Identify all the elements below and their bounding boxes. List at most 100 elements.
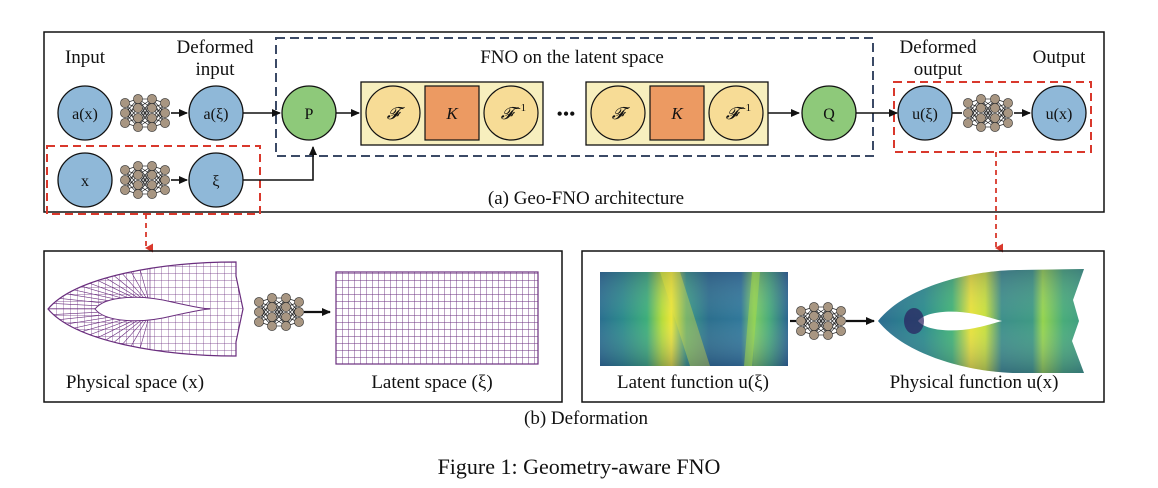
nn-neuron bbox=[254, 317, 264, 327]
fourier-layer-2: 𝓕 K 𝓕 -1 bbox=[585, 81, 769, 146]
nn-neuron bbox=[823, 330, 833, 340]
fno-title: FNO on the latent space bbox=[480, 47, 664, 68]
deformation-panel-left bbox=[43, 250, 563, 403]
nn-neuron bbox=[160, 108, 170, 118]
nn-neuron bbox=[133, 103, 143, 113]
nn-neuron bbox=[120, 98, 130, 108]
deformed-output-header-line2: output bbox=[914, 59, 963, 80]
nn-neuron bbox=[133, 161, 143, 171]
deformed-input-header-line1: Deformed bbox=[176, 37, 254, 58]
node-u-x: u(x) bbox=[1031, 85, 1087, 141]
nn-neuron bbox=[133, 180, 143, 190]
nn-neuron bbox=[990, 113, 1000, 123]
nn-neuron bbox=[1003, 118, 1013, 128]
mesh-ray bbox=[134, 262, 150, 302]
nn-neuron bbox=[160, 118, 170, 128]
nn-neuron bbox=[267, 293, 277, 303]
nn-neuron bbox=[267, 321, 277, 331]
nn-neuron bbox=[133, 170, 143, 180]
nn-neuron bbox=[147, 189, 157, 199]
nn-neuron bbox=[281, 302, 291, 312]
physical-function-field bbox=[878, 269, 1084, 373]
ellipsis: ••• bbox=[557, 104, 576, 124]
nn-neuron bbox=[254, 307, 264, 317]
neural-net-icon bbox=[120, 161, 170, 199]
kernel-label: K bbox=[445, 104, 459, 123]
inverse-fourier-sup: -1 bbox=[742, 102, 751, 114]
fourier-layer-1: 𝓕 K 𝓕 -1 bbox=[360, 81, 544, 146]
nn-neuron bbox=[976, 122, 986, 132]
svg-text:Q: Q bbox=[823, 106, 835, 123]
node-x: x bbox=[57, 152, 113, 208]
nn-neuron bbox=[963, 98, 973, 108]
neural-net-icon bbox=[254, 293, 304, 331]
nn-neuron bbox=[796, 306, 806, 316]
output-header: Output bbox=[1033, 47, 1087, 68]
physical-function-label: Physical function u(x) bbox=[890, 372, 1059, 393]
nn-neuron bbox=[267, 312, 277, 322]
nn-neuron bbox=[147, 103, 157, 113]
nn-neuron bbox=[281, 321, 291, 331]
nn-neuron bbox=[796, 316, 806, 326]
nn-neuron bbox=[160, 98, 170, 108]
svg-text:ξ: ξ bbox=[212, 173, 219, 190]
svg-text:u(x): u(x) bbox=[1046, 106, 1073, 123]
architecture-panel bbox=[43, 31, 1105, 213]
neural-net-icon bbox=[120, 94, 170, 132]
figure-caption: Figure 1: Geometry-aware FNO bbox=[438, 454, 721, 479]
nn-neuron bbox=[809, 311, 819, 321]
nn-neuron bbox=[120, 165, 130, 175]
mesh-ray bbox=[118, 262, 149, 302]
svg-text:u(ξ): u(ξ) bbox=[912, 106, 938, 123]
node-u-xi: u(ξ) bbox=[897, 85, 953, 141]
input-header: Input bbox=[65, 47, 106, 68]
deformed-output-header-line1: Deformed bbox=[899, 37, 977, 58]
physical-space-label: Physical space (x) bbox=[66, 372, 204, 393]
physical-mesh bbox=[47, 261, 244, 357]
nn-neuron bbox=[823, 321, 833, 331]
mesh-ray bbox=[134, 316, 150, 356]
nn-neuron bbox=[836, 326, 846, 336]
nn-neuron bbox=[147, 113, 157, 123]
output-deform-highlight bbox=[893, 81, 1092, 153]
nn-neuron bbox=[976, 113, 986, 123]
nn-neuron bbox=[120, 185, 130, 195]
nn-neuron bbox=[976, 94, 986, 104]
nn-neuron bbox=[836, 316, 846, 326]
nn-neuron bbox=[147, 161, 157, 171]
nn-neuron bbox=[294, 297, 304, 307]
nn-neuron bbox=[281, 293, 291, 303]
node-p: P bbox=[281, 85, 337, 141]
inverse-fourier-sup: -1 bbox=[517, 102, 526, 114]
nn-neuron bbox=[990, 103, 1000, 113]
nn-neuron bbox=[1003, 108, 1013, 118]
nn-neuron bbox=[120, 108, 130, 118]
nn-neuron bbox=[160, 175, 170, 185]
svg-text:a(x): a(x) bbox=[72, 106, 98, 123]
nn-neuron bbox=[147, 180, 157, 190]
nn-neuron bbox=[976, 103, 986, 113]
nn-neuron bbox=[809, 330, 819, 340]
nn-neuron bbox=[796, 326, 806, 336]
nn-neuron bbox=[294, 317, 304, 327]
nn-neuron bbox=[963, 118, 973, 128]
deformation-panel-right bbox=[581, 250, 1105, 403]
fno-latent-frame bbox=[275, 37, 874, 157]
node-a-x: a(x) bbox=[57, 85, 113, 141]
nn-neuron bbox=[133, 122, 143, 132]
node-q: Q bbox=[801, 85, 857, 141]
latent-mesh bbox=[335, 271, 539, 365]
nn-neuron bbox=[990, 94, 1000, 104]
nn-neuron bbox=[963, 108, 973, 118]
nn-neuron bbox=[1003, 98, 1013, 108]
svg-text:x: x bbox=[81, 173, 89, 190]
nn-neuron bbox=[823, 311, 833, 321]
nn-neuron bbox=[809, 321, 819, 331]
nn-neuron bbox=[133, 189, 143, 199]
node-a-xi: a(ξ) bbox=[188, 85, 244, 141]
nn-neuron bbox=[160, 165, 170, 175]
nn-neuron bbox=[120, 175, 130, 185]
latent-function-field bbox=[600, 272, 788, 366]
latent-space-label: Latent space (ξ) bbox=[371, 372, 492, 393]
nn-neuron bbox=[267, 302, 277, 312]
